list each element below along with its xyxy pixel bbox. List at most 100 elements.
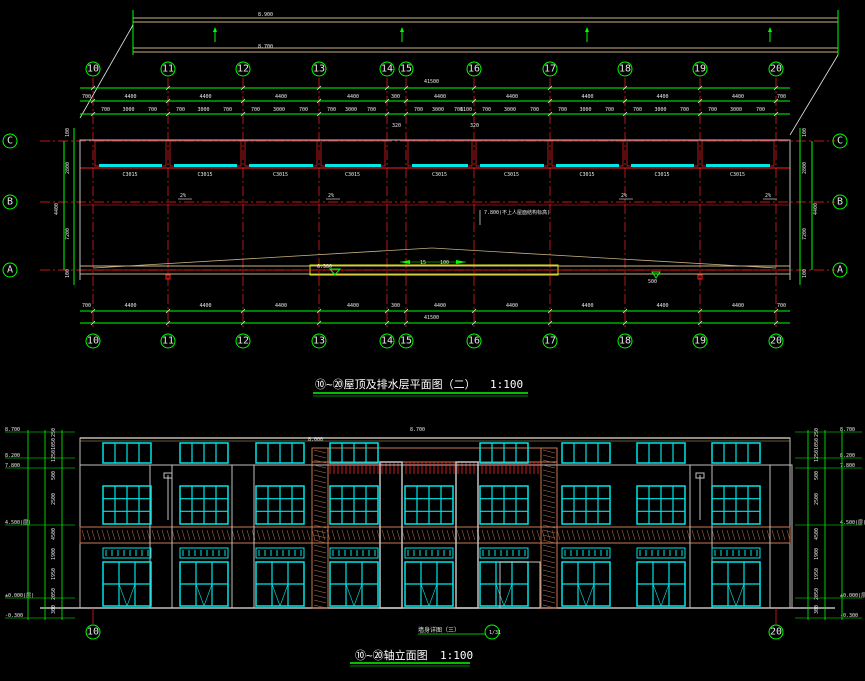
annotation-layer: ⑩~⑳屋顶及排水层平面图（二） 1:100 ⑩~⑳轴立面图 1:100 8.90… [54, 12, 819, 662]
brick-hatch [186, 529, 191, 541]
brick-hatch [776, 529, 781, 541]
dim-tick-1-1 [165, 98, 171, 104]
row-label-right-A: A [837, 265, 843, 276]
dim-tick-2-4 [240, 320, 246, 326]
door-swing-3 [345, 583, 355, 607]
brick-hatch [571, 529, 576, 541]
dim-tick-0-1 [90, 98, 96, 104]
brick-hatch [786, 529, 791, 541]
window-band-0 [99, 164, 162, 167]
brick-hatch-r [542, 549, 556, 554]
door-swing-b-0 [126, 583, 136, 607]
dim-tick-4-2 [384, 111, 390, 117]
brick-hatch-r [542, 489, 556, 494]
elevation-title: ⑩~⑳轴立面图 [355, 648, 428, 662]
brick-hatch-r [542, 524, 556, 529]
brick-hatch [611, 529, 616, 541]
dim-3000-9: 3000 [730, 107, 742, 113]
brick-hatch [381, 529, 386, 541]
axis-label-bottom-12: 12 [237, 336, 249, 347]
brick-hatch [196, 529, 201, 541]
central-pier-right [455, 461, 479, 609]
dim-tick-2-2 [240, 111, 246, 117]
brick-hatch [181, 529, 186, 541]
dim-tick-8-2 [622, 111, 628, 117]
axis-bubble-top-18 [617, 61, 633, 77]
brick-hatch-r [542, 579, 556, 584]
axis-bubble-top-14 [379, 61, 395, 77]
dim-700-edge-left-b: 700 [82, 303, 91, 309]
corridor-bay-7 [551, 140, 624, 167]
brick-hatch-r [542, 509, 556, 514]
dim-tick-10-4 [773, 320, 779, 326]
brick-hatch-r [542, 554, 556, 559]
dim-tick-9-0 [697, 85, 703, 91]
brick-hatch [721, 529, 726, 541]
brick-hatch [511, 529, 516, 541]
central-pier-left [379, 461, 403, 609]
brick-hatch-r [542, 519, 556, 524]
door-swing-b-5 [503, 583, 513, 607]
axis-label-bottom-15: 15 [400, 336, 412, 347]
axis-bubble-bottom-15 [398, 333, 414, 349]
axis-bubble-bottom-11 [160, 333, 176, 349]
brick-hatch [576, 529, 581, 541]
brick-band [79, 526, 791, 544]
brick-hatch [581, 529, 586, 541]
brick-hatch [566, 529, 571, 541]
brick-hatch [356, 529, 361, 541]
pilaster-4 [689, 464, 713, 609]
dim-tick-8-1 [622, 98, 628, 104]
door-swing-0 [118, 583, 128, 607]
dim-700-edge-right-b: 700 [777, 303, 786, 309]
corridor-bay-2 [244, 140, 318, 167]
dim-tick-6-2 [471, 111, 477, 117]
brick-hatch-r [542, 544, 556, 549]
brick-hatch-r [542, 484, 556, 489]
brick-hatch [391, 529, 396, 541]
dim-tick-8-3 [622, 308, 628, 314]
brick-hatch [341, 529, 346, 541]
elev-side-dim-right-0: 250 [814, 428, 820, 437]
brick-hatch [461, 529, 466, 541]
brick-hatch [201, 529, 206, 541]
brick-hatch-l [313, 489, 327, 494]
dim-tick-1-4 [165, 320, 171, 326]
brick-hatch-r [542, 604, 556, 609]
brick-hatch [466, 529, 471, 541]
lamp-head-1 [695, 472, 705, 479]
brick-hatch-l [313, 594, 327, 599]
brick-hatch [436, 529, 441, 541]
brick-hatch [701, 529, 706, 541]
dim-tick-3-4 [316, 320, 322, 326]
brick-hatch [486, 529, 491, 541]
brick-hatch [681, 529, 686, 541]
plan-side-100-right: 100 [802, 128, 808, 137]
axis-bubble-bottom-13 [311, 333, 327, 349]
brick-hatch [396, 529, 401, 541]
brick-hatch [236, 529, 241, 541]
brick-hatch [551, 529, 556, 541]
brick-hatch-l [313, 589, 327, 594]
brick-hatch [286, 529, 291, 541]
brick-hatch [406, 529, 411, 541]
downpipe-0 [165, 274, 171, 280]
dim-700-b-5: 700 [454, 107, 463, 113]
corridor-bay-9 [701, 140, 775, 167]
window-band-7 [556, 164, 619, 167]
window-band-1 [174, 164, 237, 167]
door-swing-b-6 [585, 583, 595, 607]
window-tag-0: C3015 [123, 172, 138, 178]
row-label-left-C: C [7, 136, 13, 147]
dim-700-b-0: 700 [148, 107, 157, 113]
window-band-8 [631, 164, 694, 167]
transom-panel-6 [561, 547, 611, 559]
axis-label-bottom-13: 13 [313, 336, 325, 347]
row-bubble-right-B [832, 194, 848, 210]
brick-hatch [256, 529, 261, 541]
brick-hatch [416, 529, 421, 541]
elev-axis-label-left: 10 [87, 627, 99, 638]
window-tag-8: C3015 [655, 172, 670, 178]
axis-bubble-top-19 [692, 61, 708, 77]
axis-label-bottom-16: 16 [468, 336, 480, 347]
